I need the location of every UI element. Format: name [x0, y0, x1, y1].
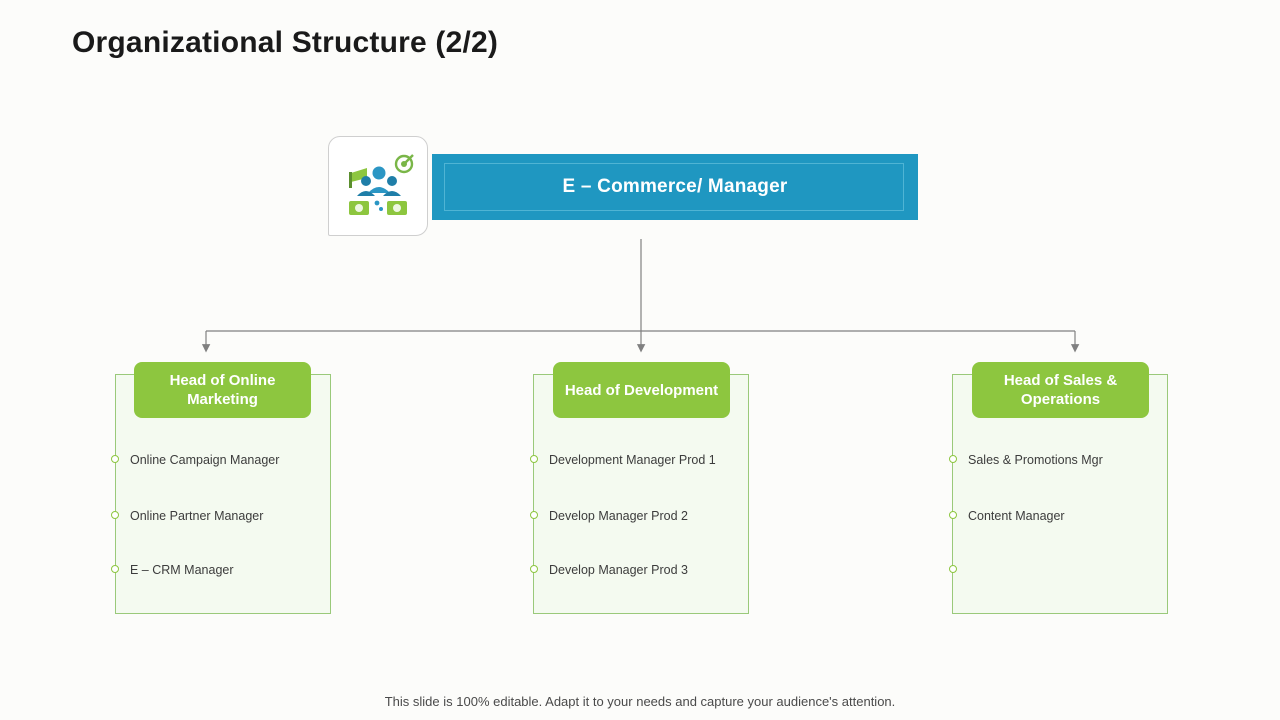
footer-note: This slide is 100% editable. Adapt it to… — [384, 694, 896, 709]
list-item: Sales & Promotions Mgr — [968, 453, 1103, 467]
bullet-icon — [530, 455, 538, 463]
bullet-icon — [949, 511, 957, 519]
list-item: Online Campaign Manager — [130, 453, 280, 467]
top-node-bar[interactable]: E – Commerce/ Manager — [432, 154, 918, 220]
page-title: Organizational Structure (2/2) — [72, 26, 499, 59]
bullet-icon — [111, 455, 119, 463]
bullet-icon — [111, 511, 119, 519]
bullet-icon — [530, 565, 538, 573]
top-node-label: E – Commerce/ Manager — [562, 176, 788, 197]
top-node-inner-border — [444, 163, 904, 211]
bullet-icon — [949, 565, 957, 573]
list-item: Develop Manager Prod 3 — [549, 563, 688, 577]
top-node[interactable]: E – Commerce/ Manager — [328, 136, 918, 239]
bullet-icon — [530, 511, 538, 519]
bullet-icon — [949, 455, 957, 463]
list-item: Content Manager — [968, 509, 1065, 523]
list-item: E – CRM Manager — [130, 563, 234, 577]
list-item: Development Manager Prod 1 — [549, 453, 716, 467]
team-analytics-icon — [328, 136, 428, 236]
list-item: Online Partner Manager — [130, 509, 264, 523]
column-head-1[interactable]: Head of Online Marketing — [134, 362, 311, 418]
list-item: Develop Manager Prod 2 — [549, 509, 688, 523]
column-head-3[interactable]: Head of Sales & Operations — [972, 362, 1149, 418]
column-head-2[interactable]: Head of Development — [553, 362, 730, 418]
bullet-icon — [111, 565, 119, 573]
